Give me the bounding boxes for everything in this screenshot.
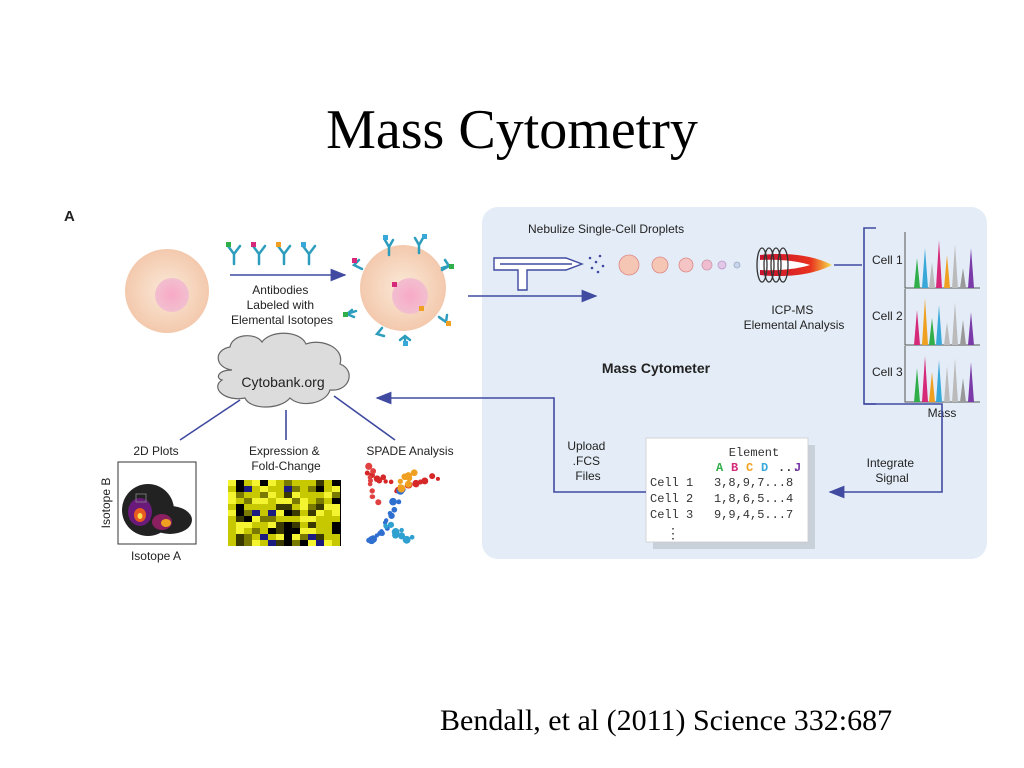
plots-label: 2D Plots	[133, 444, 178, 458]
table-column-header: J	[794, 461, 801, 475]
integrate-arrow	[828, 403, 943, 499]
table-row-values: 9,9,4,5...7	[714, 508, 793, 522]
cell-row-label-1: Cell 1	[872, 253, 903, 267]
nebulize-label: Nebulize Single-Cell Droplets	[528, 222, 684, 236]
spade-tree	[364, 462, 440, 545]
spectrum-cell-1	[914, 240, 974, 288]
table-row-values: 1,8,6,5...4	[714, 492, 793, 506]
upload-label: Upload .FCS Files	[567, 439, 608, 483]
table-column-header: D	[761, 461, 768, 475]
labeled-cell	[343, 234, 454, 346]
spade-label: SPADE Analysis	[366, 444, 453, 458]
mass-cytometer-box	[482, 207, 987, 559]
integrate-label: Integrate Signal	[867, 456, 918, 485]
table-column-header: ...	[778, 461, 800, 475]
upload-arrow	[375, 391, 646, 493]
spectrum-cell-3	[914, 356, 974, 402]
spray-droplets	[588, 254, 605, 274]
antibodies-label: Antibodies Labeled with Elemental Isotop…	[231, 283, 333, 327]
cytobank-cloud	[217, 332, 350, 408]
table-row-label: Cell 3	[650, 508, 693, 522]
table-ellipsis: ⋮	[666, 527, 680, 543]
expression-label: Expression & Fold-Change	[249, 444, 323, 473]
icp-torch-icon	[756, 247, 832, 283]
expression-heatmap	[228, 480, 341, 546]
table-row-values: 3,8,9,7...8	[714, 476, 793, 490]
icpms-label: ICP-MS Elemental Analysis	[744, 303, 845, 332]
table-column-header: C	[746, 461, 753, 475]
table-row-label: Cell 1	[650, 476, 693, 490]
spectrum-cell-2	[914, 298, 974, 345]
table-column-header: A	[716, 461, 724, 475]
slide-title: Mass Cytometry	[326, 99, 698, 161]
antibodies-icon	[226, 242, 317, 266]
cell-row-label-3: Cell 3	[872, 365, 903, 379]
cytobank-label: Cytobank.org	[241, 374, 324, 390]
table-row-label: Cell 2	[650, 492, 693, 506]
cell-row-label-2: Cell 2	[872, 309, 903, 323]
cloud-connectors	[179, 395, 396, 441]
droplets-icon	[618, 254, 741, 276]
table-column-header: B	[731, 461, 738, 475]
citation: Bendall, et al (2011) Science 332:687	[440, 704, 893, 737]
panel-label: A	[64, 208, 75, 225]
table-header: Element	[729, 446, 779, 460]
density-plot	[117, 461, 197, 545]
nebulizer-icon	[493, 257, 584, 291]
isotope-a-label: Isotope A	[131, 549, 181, 563]
mass-cytometer-label: Mass Cytometer	[602, 360, 711, 376]
unlabeled-cell	[125, 249, 209, 333]
isotope-b-label: Isotope B	[99, 478, 113, 529]
